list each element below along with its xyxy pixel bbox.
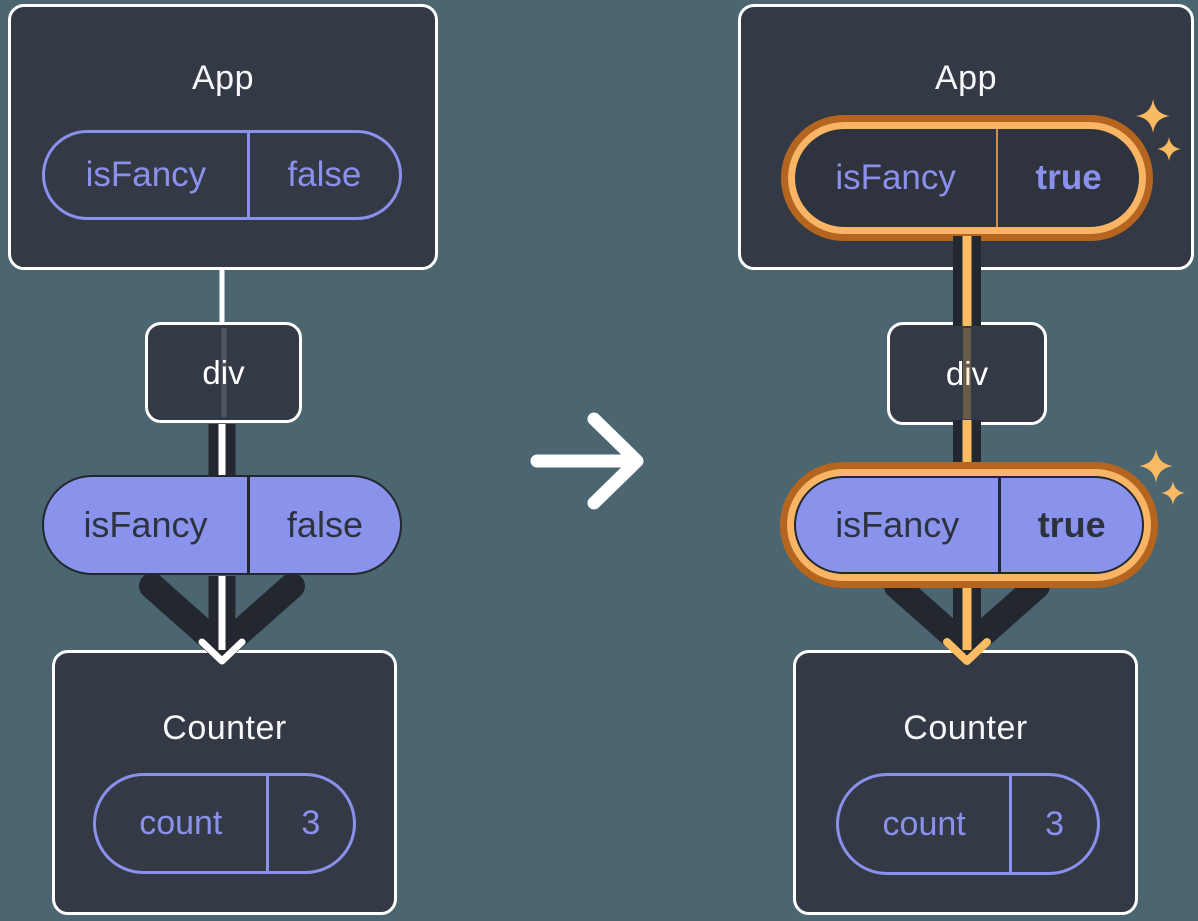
prop-name: isFancy [835,504,960,545]
fancy-highlight-ring-inner: isFancy true [788,122,1146,234]
sparkle-small [1161,481,1185,505]
prop-name: isFancy [83,504,208,545]
props-pill: isFancy false [42,130,402,220]
transition-arrow-head [587,412,644,510]
passed-prop-pill: isFancy true [794,476,1144,574]
passed-prop-pill: isFancy false [42,475,402,575]
app-node: App isFancy false [8,4,438,270]
state-value: 3 [1009,776,1097,872]
state-pill: count 3 [836,773,1100,875]
state-name: count [882,804,966,843]
counter-node: Counter count 3 [793,650,1138,915]
sparkle-large [1139,449,1173,483]
prop-value: false [246,477,400,573]
div-node: div [887,322,1047,425]
prop-value: true [998,478,1142,572]
fancy-highlight-ring-inner: isFancy true [787,469,1151,581]
prop-name: isFancy [835,158,956,197]
div-node-label: div [945,354,989,392]
counter-node: Counter count 3 [52,650,397,915]
prop-name: isFancy [85,155,207,194]
prop-value: true [996,129,1139,227]
state-value: 3 [265,776,353,871]
app-node-title: App [935,59,997,97]
prop-flow-through-line [221,328,226,417]
counter-node-title: Counter [903,709,1028,747]
props-pill: isFancy true [795,129,1139,227]
prop-value: false [246,133,399,217]
div-node-label: div [202,353,245,391]
transition-arrow-icon [530,412,644,510]
div-node: div [145,322,302,423]
counter-node-title: Counter [162,709,287,747]
state-name: count [139,804,223,842]
arrow-head [139,573,305,661]
prop-flow-through-line [963,328,971,419]
state-pill: count 3 [93,773,356,874]
fancy-highlight-ring: isFancy true [780,462,1158,588]
arrow-head [884,573,1050,661]
app-node-title: App [192,59,254,97]
app-node: App isFancy true [738,4,1194,270]
fancy-highlight-ring: isFancy true [781,115,1153,241]
